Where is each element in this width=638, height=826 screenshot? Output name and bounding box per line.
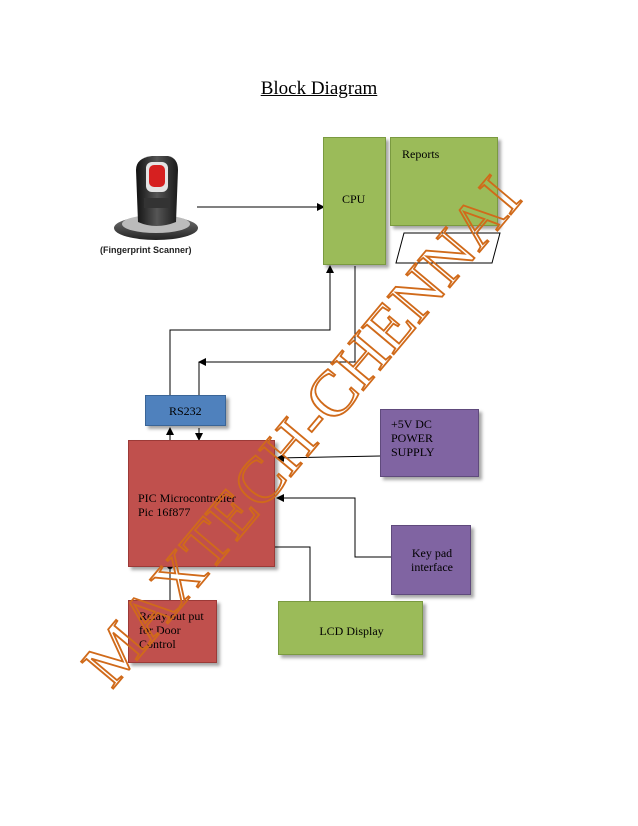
watermark-text: MAXTECH-CHENNAI (68, 163, 534, 699)
